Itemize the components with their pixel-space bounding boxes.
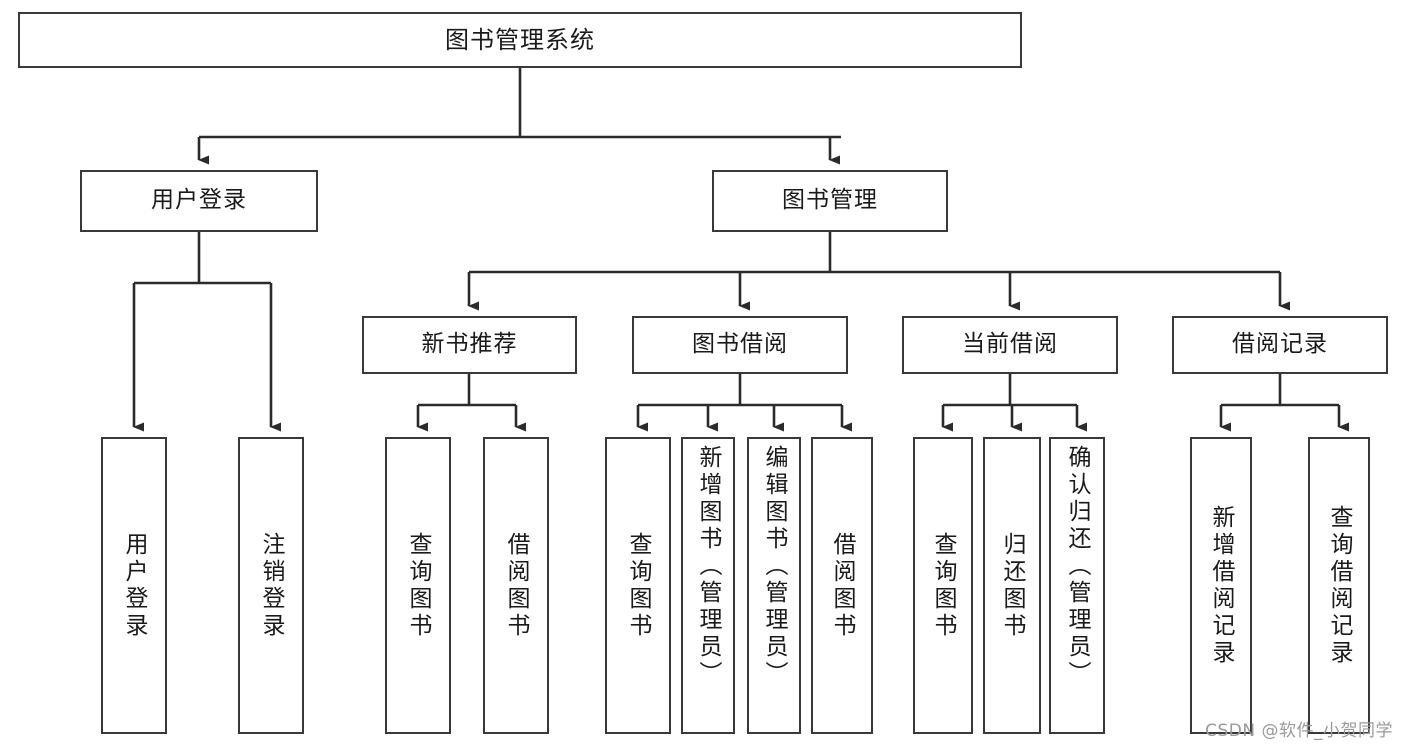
node-label: 新书推荐	[421, 331, 518, 358]
node-root-book-management-system[interactable]: 图书管理系统	[18, 12, 1022, 68]
node-leaf-add-borrow-record[interactable]: 新增借阅记录	[1190, 437, 1252, 734]
node-leaf-query-borrow-record[interactable]: 查询借阅记录	[1308, 437, 1370, 734]
node-label: 注销登录	[258, 531, 285, 640]
node-leaf-return-book[interactable]: 归还图书	[983, 437, 1041, 734]
node-label: 编辑图书（管理员）	[761, 445, 788, 688]
node-leaf-borrow-book-1[interactable]: 借阅图书	[483, 437, 549, 734]
node-new-book-rec[interactable]: 新书推荐	[362, 316, 577, 374]
node-label: 查询图书	[930, 531, 957, 640]
node-leaf-query-book-3[interactable]: 查询图书	[913, 437, 973, 734]
node-label: 用户登录	[151, 187, 247, 214]
node-label: 当前借阅	[962, 331, 1058, 358]
node-leaf-add-book-admin[interactable]: 新增图书（管理员）	[681, 437, 735, 734]
node-label: 用户登录	[121, 531, 148, 640]
node-borrow-record[interactable]: 借阅记录	[1172, 316, 1388, 374]
node-leaf-user-login[interactable]: 用户登录	[101, 437, 167, 734]
node-label: 图书管理	[782, 187, 878, 214]
node-label: 新增借阅记录	[1208, 504, 1235, 667]
node-label: 新增图书（管理员）	[695, 445, 722, 688]
node-label: 归还图书	[999, 531, 1026, 640]
node-book-manage[interactable]: 图书管理	[712, 170, 948, 232]
node-current-borrow[interactable]: 当前借阅	[902, 316, 1118, 374]
csdn-watermark: CSDN @软件_小贺同学	[1205, 721, 1393, 741]
node-leaf-confirm-return-admin[interactable]: 确认归还（管理员）	[1049, 437, 1105, 734]
node-label: 借阅图书	[829, 531, 856, 640]
node-label: 确认归还（管理员）	[1064, 445, 1091, 688]
node-label: 借阅记录	[1232, 331, 1328, 358]
node-leaf-borrow-book-2[interactable]: 借阅图书	[811, 437, 873, 734]
node-label: 查询图书	[405, 531, 432, 640]
node-leaf-edit-book-admin[interactable]: 编辑图书（管理员）	[747, 437, 801, 734]
node-label: 查询借阅记录	[1326, 504, 1353, 667]
node-label: 图书管理系统	[445, 25, 595, 54]
node-book-borrow[interactable]: 图书借阅	[632, 316, 848, 374]
node-label: 图书借阅	[692, 331, 788, 358]
node-leaf-logout-login[interactable]: 注销登录	[238, 437, 304, 734]
node-leaf-query-book-2[interactable]: 查询图书	[605, 437, 671, 734]
node-label: 借阅图书	[503, 531, 530, 640]
node-leaf-query-book-1[interactable]: 查询图书	[385, 437, 451, 734]
node-user-login[interactable]: 用户登录	[80, 170, 318, 232]
node-label: 查询图书	[625, 531, 652, 640]
